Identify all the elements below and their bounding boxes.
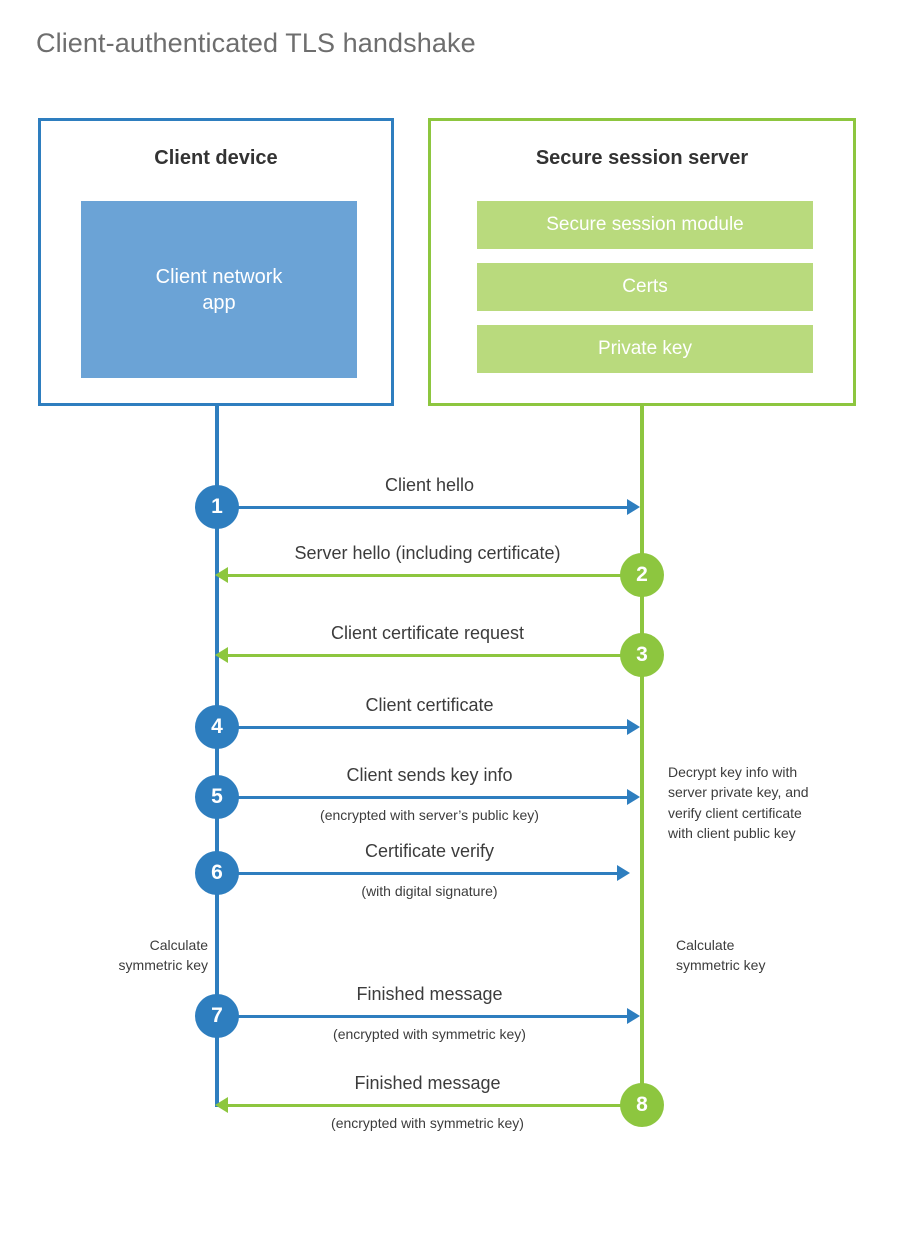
- step-8-sublabel: (encrypted with symmetric key): [331, 1115, 524, 1131]
- client-app-label-line2: app: [202, 291, 236, 314]
- secure-session-server-title: Secure session server: [535, 147, 749, 169]
- secure-session-server-box: Secure session server Secure session mod…: [428, 118, 856, 406]
- client-calculate-symmetric-key-note: Calculate symmetric key: [60, 936, 208, 976]
- step-1-arrow-head-icon: [627, 499, 640, 515]
- page-title: Client-authenticated TLS handshake: [36, 28, 476, 58]
- step-1-label: Client hello: [384, 475, 475, 495]
- step-2-label: Server hello (including certificate): [294, 543, 561, 563]
- step-2-number-badge: 2: [620, 553, 664, 597]
- step-5-arrow-head-icon: [627, 789, 640, 805]
- calc-right-line-2: symmetric key: [676, 956, 766, 973]
- client-device-box: Client device Client network app: [38, 118, 394, 406]
- client-app-label-line1: Client network: [155, 265, 283, 288]
- server-note-line-3: verify client certificate: [668, 804, 802, 821]
- server-note-line-4: with client public key: [668, 824, 796, 841]
- step-4-arrow-head-icon: [627, 719, 640, 735]
- step-6-arrow-head-icon: [617, 865, 630, 881]
- step-6-sublabel: (with digital signature): [361, 883, 498, 899]
- step-7-number-badge: 7: [195, 994, 239, 1038]
- calc-right-line-1: Calculate: [676, 937, 735, 953]
- server-note-line-1: Decrypt key info with: [668, 764, 798, 780]
- step-6-number-badge: 6: [195, 851, 239, 895]
- calc-left-line-2: symmetric key: [118, 956, 208, 973]
- step-5-label: Client sends key info: [346, 765, 513, 785]
- step-5-sublabel: (encrypted with server’s public key): [320, 807, 539, 823]
- step-3-label: Client certificate request: [330, 623, 525, 643]
- step-6-label: Certificate verify: [364, 841, 495, 861]
- step-7-arrow-head-icon: [627, 1008, 640, 1024]
- client-device-title: Client device: [154, 147, 278, 169]
- server-component-certs: Certs: [477, 263, 813, 311]
- server-component-secure-session-module: Secure session module: [477, 201, 813, 249]
- server-lifeline: [640, 404, 644, 1106]
- step-3-arrow-shaft: [228, 654, 628, 657]
- step-4-label: Client certificate: [365, 695, 494, 715]
- step-3-arrow-head-icon: [215, 647, 228, 663]
- step-2-arrow-shaft: [228, 574, 628, 577]
- client-lifeline: [215, 404, 219, 1107]
- step-7-label: Finished message: [356, 984, 503, 1004]
- calc-left-line-1: Calculate: [149, 937, 208, 953]
- step-5-number-badge: 5: [195, 775, 239, 819]
- step-8-label: Finished message: [354, 1073, 501, 1093]
- step-8-number-badge: 8: [620, 1083, 664, 1127]
- step-8-arrow-shaft: [228, 1104, 628, 1107]
- step-5-arrow-shaft: [217, 796, 627, 799]
- step-7-arrow-shaft: [217, 1015, 627, 1018]
- step-1-arrow-shaft: [217, 506, 627, 509]
- step-4-arrow-shaft: [217, 726, 627, 729]
- server-component-private-key: Private key: [477, 325, 813, 373]
- step-2-arrow-head-icon: [215, 567, 228, 583]
- step-1-number-badge: 1: [195, 485, 239, 529]
- step-6-arrow-shaft: [217, 872, 617, 875]
- step-4-number-badge: 4: [195, 705, 239, 749]
- server-decrypt-note: Decrypt key info with server private key…: [668, 762, 858, 843]
- step-7-sublabel: (encrypted with symmetric key): [333, 1026, 526, 1042]
- server-component-list: Secure session module Certs Private key: [477, 201, 813, 373]
- client-network-app-block: Client network app: [81, 201, 357, 378]
- step-3-number-badge: 3: [620, 633, 664, 677]
- server-calculate-symmetric-key-note: Calculate symmetric key: [676, 936, 856, 976]
- step-8-arrow-head-icon: [215, 1097, 228, 1113]
- server-note-line-2: server private key, and: [668, 784, 809, 801]
